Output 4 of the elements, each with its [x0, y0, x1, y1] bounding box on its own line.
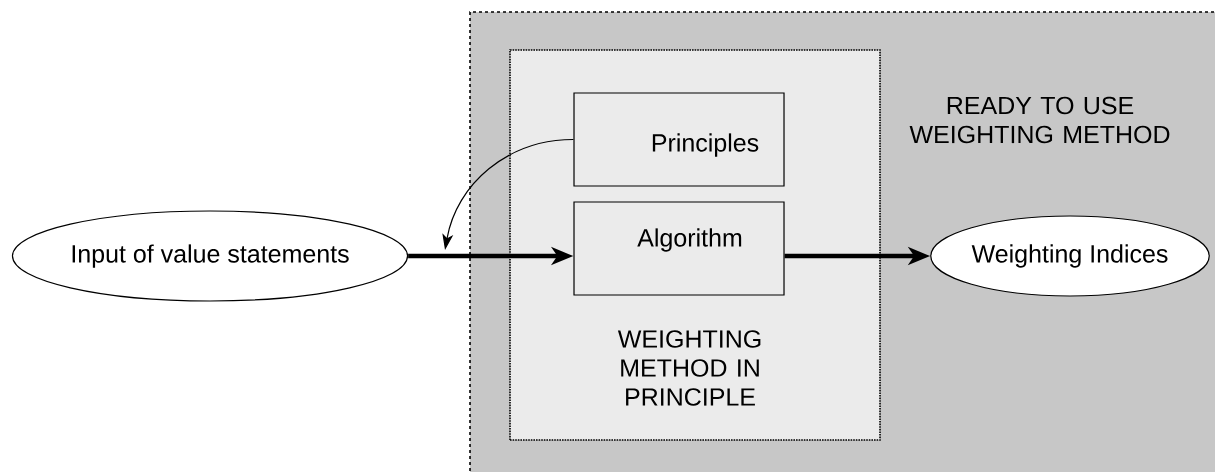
ellipse-node: Weighting Indices — [930, 215, 1210, 297]
process-box: Principles — [573, 92, 785, 187]
process-box: Algorithm — [573, 201, 785, 296]
ellipse-node: Input of value statements — [11, 210, 409, 302]
